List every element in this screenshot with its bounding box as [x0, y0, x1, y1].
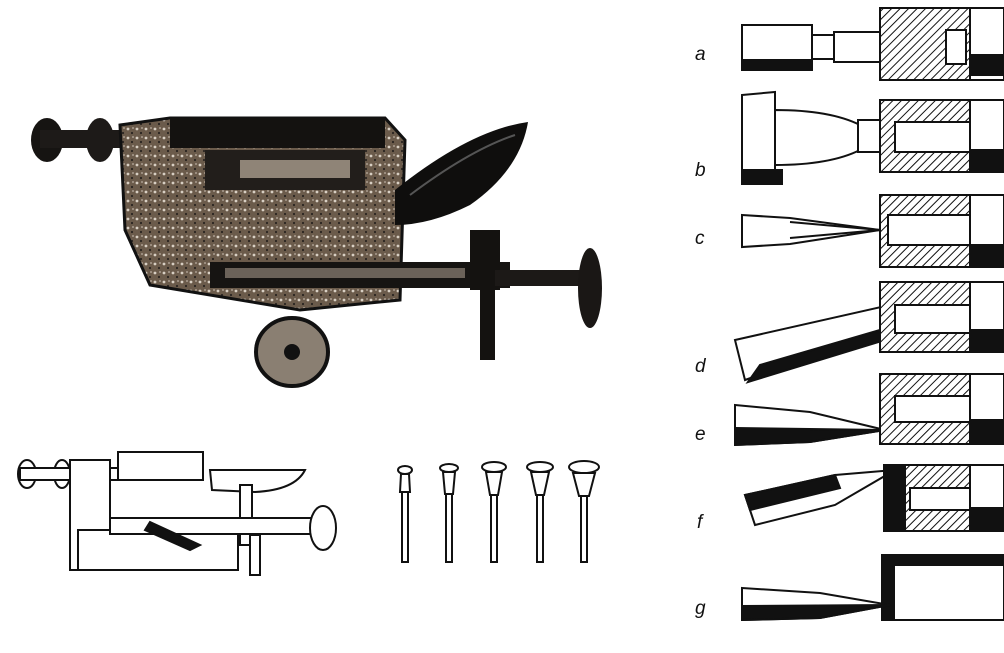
section-label-a: a: [695, 44, 706, 65]
section-c: [741, 194, 1004, 268]
small-lathe-drawing: [17, 451, 337, 576]
collet-pin: [397, 465, 413, 563]
collet-pin: [481, 461, 507, 563]
section-label-b: b: [695, 160, 706, 181]
tool-sections: [733, 7, 1004, 622]
section-f: [743, 464, 1004, 532]
section-b: [741, 90, 1004, 185]
section-label-d: d: [695, 356, 706, 377]
section-e: [734, 373, 1004, 447]
section-a: [741, 7, 1004, 81]
collet-pin: [439, 463, 459, 563]
section-d: [733, 281, 1004, 384]
antique-lathe-photo: [31, 116, 602, 388]
collet-pins: [397, 460, 600, 563]
collet-pin: [568, 460, 600, 563]
section-label-c: c: [695, 228, 705, 249]
collet-pin: [526, 461, 554, 563]
section-label-g: g: [695, 598, 706, 619]
section-g: [741, 554, 1004, 622]
section-label-e: e: [695, 424, 706, 445]
section-label-f: f: [697, 512, 703, 533]
